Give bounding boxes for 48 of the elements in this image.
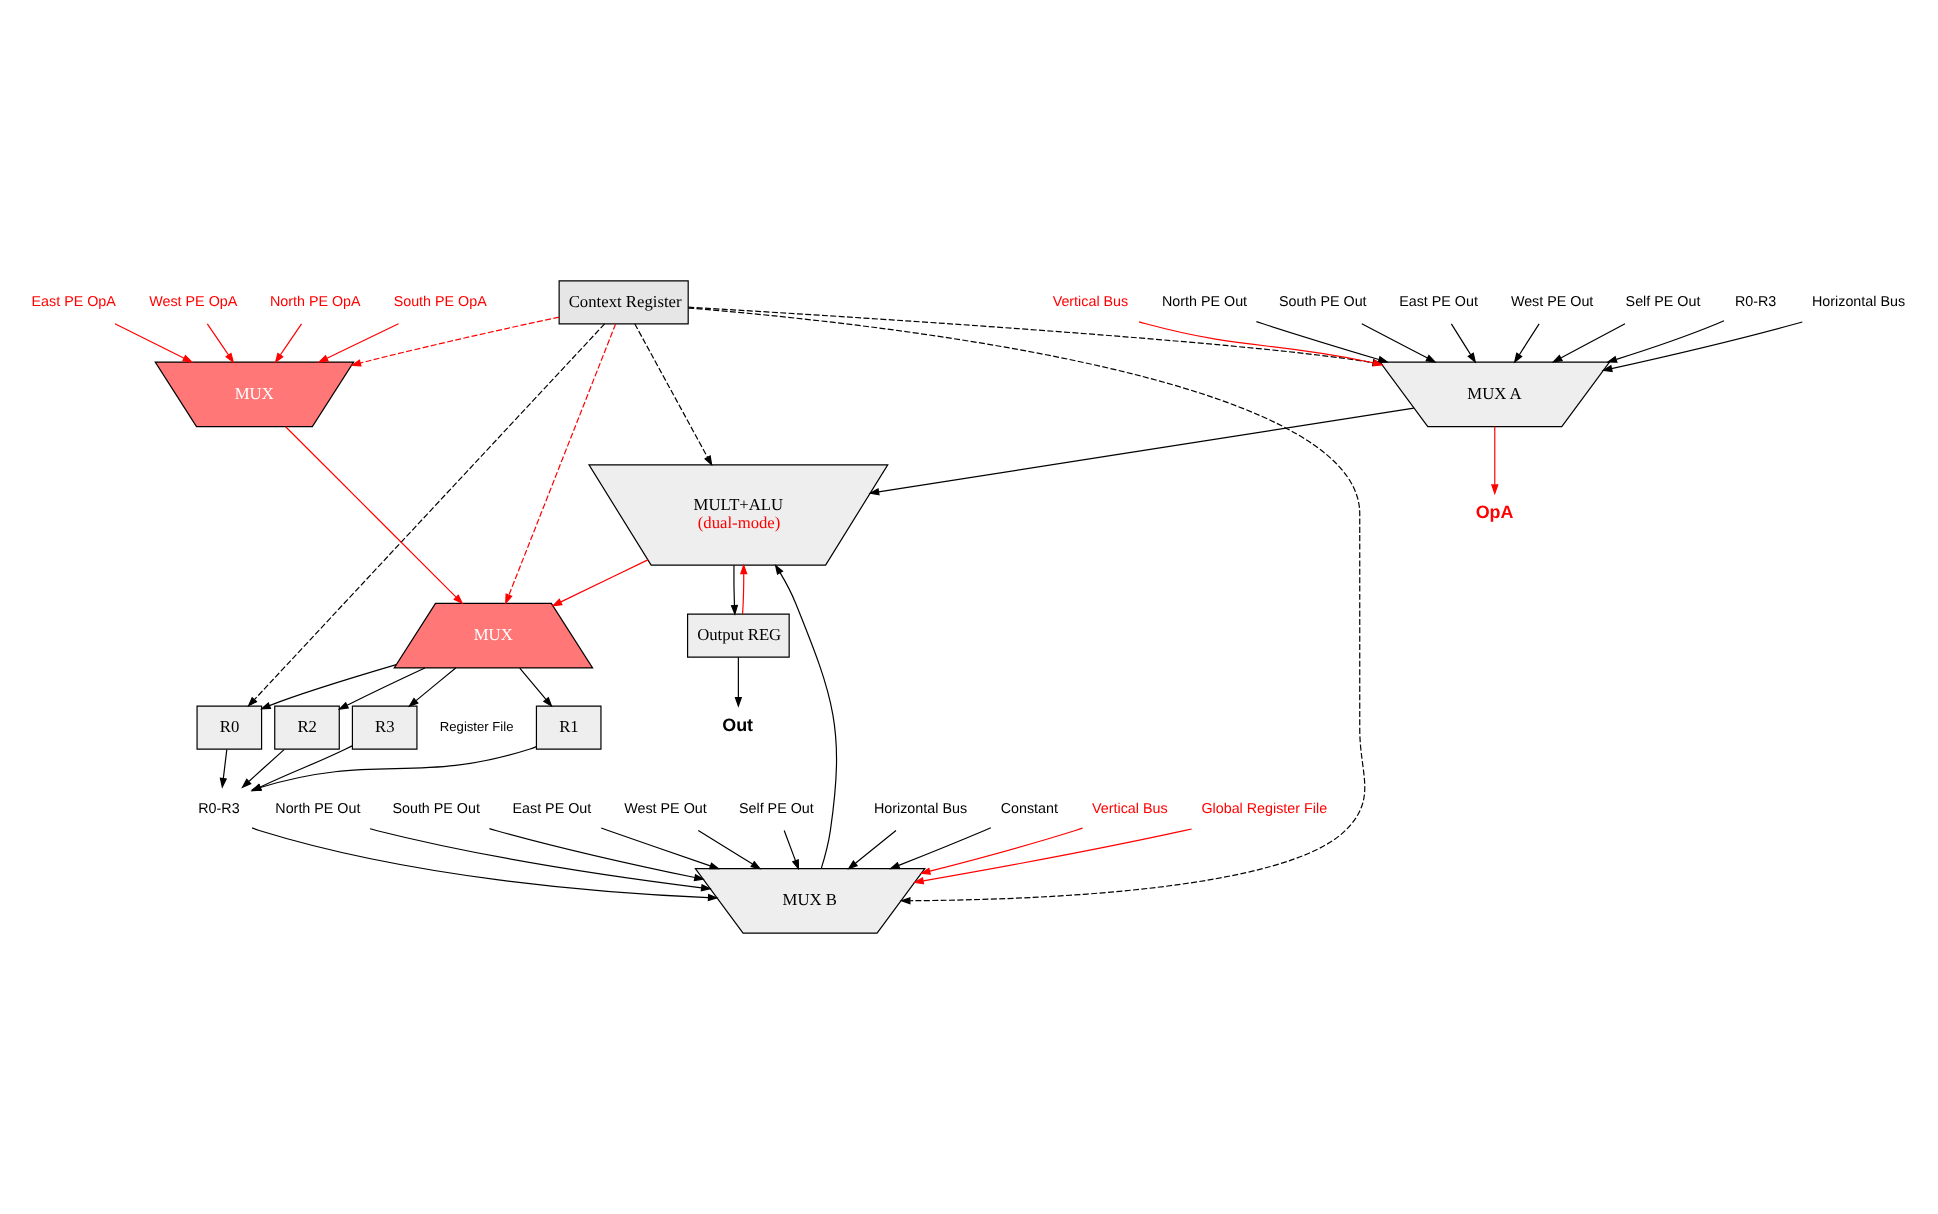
arrow (868, 407, 1415, 496)
node-box: R2 (274, 705, 340, 750)
arrow (247, 323, 606, 708)
arrow (783, 829, 800, 871)
arrow (505, 323, 617, 605)
arrow (634, 323, 713, 467)
arrow (730, 564, 739, 616)
arrow (551, 559, 649, 607)
arrow (1551, 323, 1626, 363)
arrow (114, 323, 194, 363)
arrow (408, 667, 457, 708)
arrow (913, 828, 1193, 885)
arrow (1255, 321, 1389, 364)
node-box: R1 (535, 705, 602, 750)
arrow (600, 827, 721, 870)
arrow (1513, 323, 1540, 364)
arrow (369, 828, 712, 892)
arrow (317, 323, 400, 363)
node-box: Output REG (687, 613, 790, 658)
arrow (488, 828, 705, 882)
arrow (919, 827, 1084, 875)
node-text: OpA (1475, 501, 1514, 522)
arrow (350, 316, 560, 367)
arrow (206, 323, 235, 364)
arrow (1361, 323, 1437, 363)
node-text: Out (722, 714, 754, 735)
arrow (1491, 426, 1499, 496)
arrow (697, 829, 762, 870)
arrow (1450, 323, 1477, 364)
node-box: R3 (351, 705, 418, 750)
arrow (734, 656, 743, 708)
arrow (260, 664, 397, 710)
arrow (1601, 321, 1803, 373)
arrow (1138, 321, 1384, 367)
arrow (740, 563, 748, 615)
arrow (519, 667, 553, 708)
arrow (251, 827, 719, 902)
node-box: Context Register (558, 280, 689, 325)
arrow (337, 667, 426, 710)
arrow (774, 564, 838, 870)
arrow (285, 426, 464, 605)
arrow (274, 323, 303, 364)
node-box: R0 (196, 705, 263, 750)
arrow (219, 749, 228, 789)
arrow (889, 827, 992, 870)
arrow (847, 829, 897, 870)
arrow (1606, 320, 1725, 363)
arrow (687, 306, 1384, 367)
